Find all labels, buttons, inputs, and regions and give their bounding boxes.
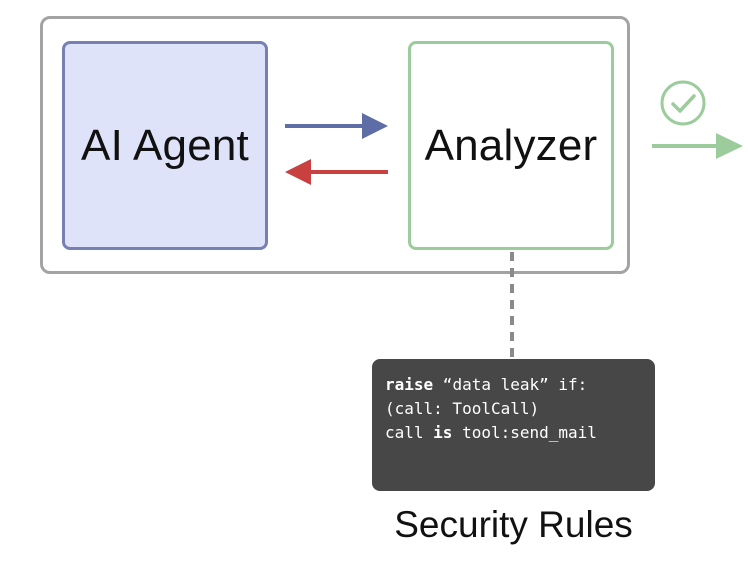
rule-line-2: (call: ToolCall) [385, 399, 540, 418]
check-circle-icon [660, 80, 706, 126]
rule-line-1-rest: “data leak” if: [433, 375, 588, 394]
forward-arrow [285, 113, 388, 139]
analyzer-node: Analyzer [408, 41, 614, 250]
rule-line-3-post: tool:send_mail [452, 423, 597, 442]
keyword-is: is [433, 423, 453, 442]
security-rules-caption: Security Rules [394, 504, 633, 545]
ai-agent-label: AI Agent [81, 120, 249, 170]
rule-line-3-pre: call [385, 423, 434, 442]
system-boundary-frame [40, 16, 630, 274]
rule-line-3: call is tool:send_mail [385, 421, 645, 445]
pass-through-arrow [652, 133, 743, 159]
ai-agent-node: AI Agent [62, 41, 268, 250]
back-arrow [285, 159, 388, 185]
analyzer-label: Analyzer [424, 120, 598, 170]
rule-line-1: raise “data leak” if: [385, 373, 645, 397]
keyword-raise: raise [385, 375, 434, 394]
security-rules-code-box: raise “data leak” if: (call: ToolCall) cal… [372, 359, 655, 491]
